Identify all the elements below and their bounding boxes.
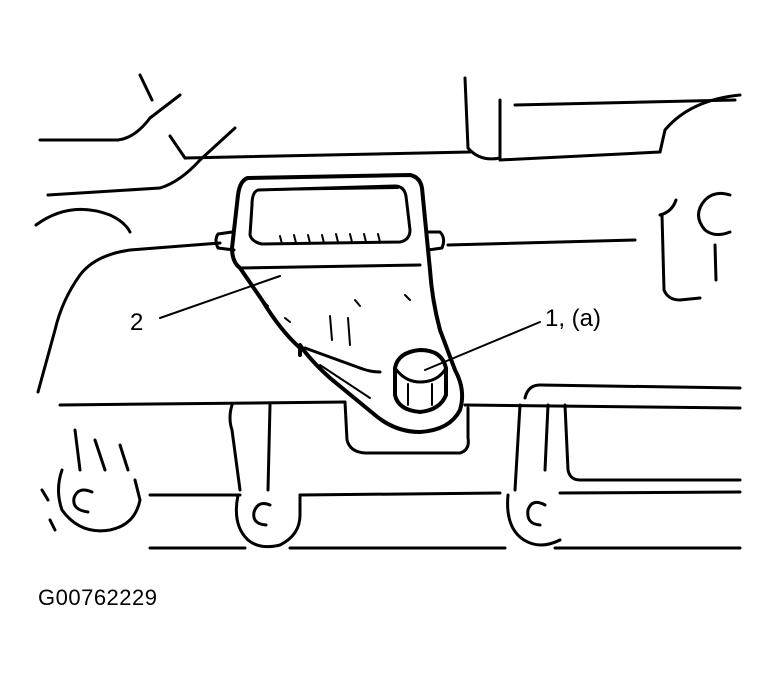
callout-label-1: 1, (a) <box>545 305 601 332</box>
callout-label-2: 2 <box>130 309 143 336</box>
housing-outline <box>34 73 742 550</box>
leader-line-2 <box>159 275 281 319</box>
mounting-bolt <box>393 348 448 414</box>
figure-code: G00762229 <box>38 585 158 610</box>
sensor-body <box>214 173 465 434</box>
leader-line-1 <box>424 321 541 371</box>
leader-lines <box>159 275 541 371</box>
connector-pins <box>279 233 381 245</box>
